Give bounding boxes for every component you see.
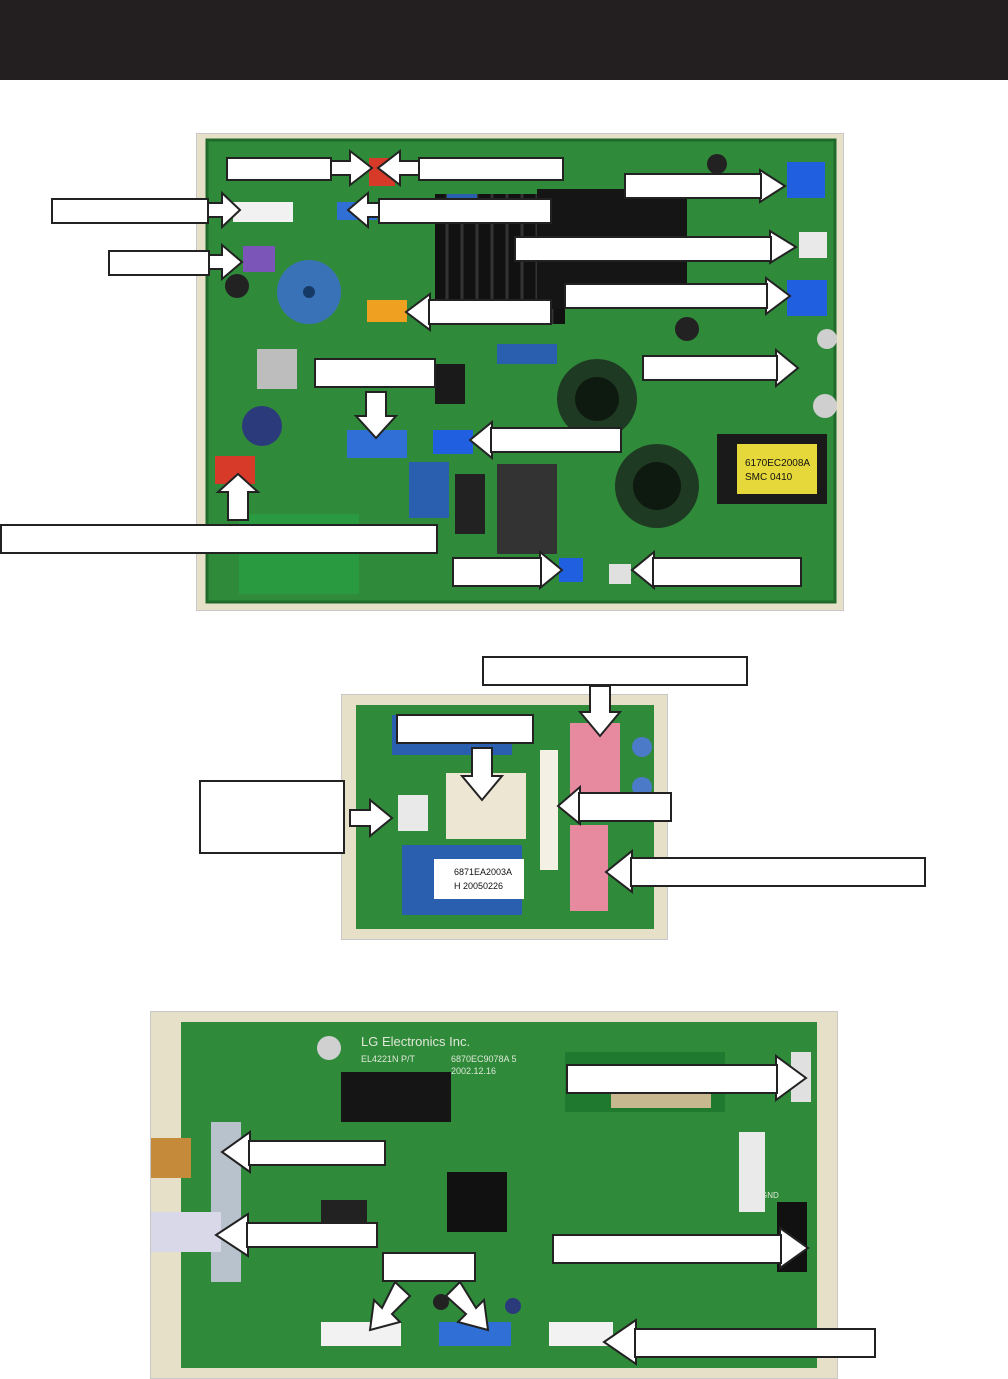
label-display-right-mid bbox=[552, 1234, 782, 1264]
label-blue-2pin bbox=[490, 427, 622, 453]
display-silkscreen-gnd: GND bbox=[761, 1191, 779, 1200]
label-heatsink-right bbox=[514, 236, 772, 262]
label-top-right bbox=[418, 157, 564, 181]
label-top-right-blue bbox=[624, 173, 762, 199]
label-right-mid bbox=[642, 355, 778, 381]
header-bar bbox=[0, 0, 1008, 80]
label-wide-left bbox=[0, 524, 438, 554]
display-silkscreen-2: EL4221N P/T bbox=[361, 1054, 416, 1064]
label-display-left-lower bbox=[246, 1222, 378, 1248]
filter-sticker-1: 6871EA2003A bbox=[454, 867, 512, 877]
label-display-bottom-right bbox=[634, 1328, 876, 1358]
label-bottom-blue bbox=[452, 557, 542, 587]
label-display-top-right bbox=[566, 1064, 778, 1094]
transformer-label-2: SMC 0410 bbox=[745, 472, 793, 483]
label-filter-left bbox=[199, 780, 345, 854]
label-right-6pin bbox=[564, 283, 768, 309]
label-blue-connector bbox=[378, 198, 552, 224]
display-silkscreen-4: 2002.12.16 bbox=[451, 1066, 496, 1076]
label-orange bbox=[428, 299, 552, 325]
display-silkscreen-1: LG Electronics Inc. bbox=[361, 1034, 470, 1049]
label-filter-fuse bbox=[578, 792, 672, 822]
label-bottom-gray bbox=[652, 557, 802, 587]
label-filter-center bbox=[396, 714, 534, 744]
label-filter-pink-bottom bbox=[630, 857, 926, 887]
label-filter-top bbox=[482, 656, 748, 686]
display-silkscreen-3: 6870EC9078A 5 bbox=[451, 1054, 517, 1064]
label-left-upper bbox=[51, 198, 209, 224]
label-display-left-upper bbox=[248, 1140, 386, 1166]
transformer-label-1: 6170EC2008A bbox=[745, 458, 810, 469]
label-display-bottom-center bbox=[382, 1252, 476, 1282]
label-center-top bbox=[314, 358, 436, 388]
filter-sticker-2: H 20050226 bbox=[454, 881, 503, 891]
label-purple bbox=[108, 250, 210, 276]
label-top-left bbox=[226, 157, 332, 181]
